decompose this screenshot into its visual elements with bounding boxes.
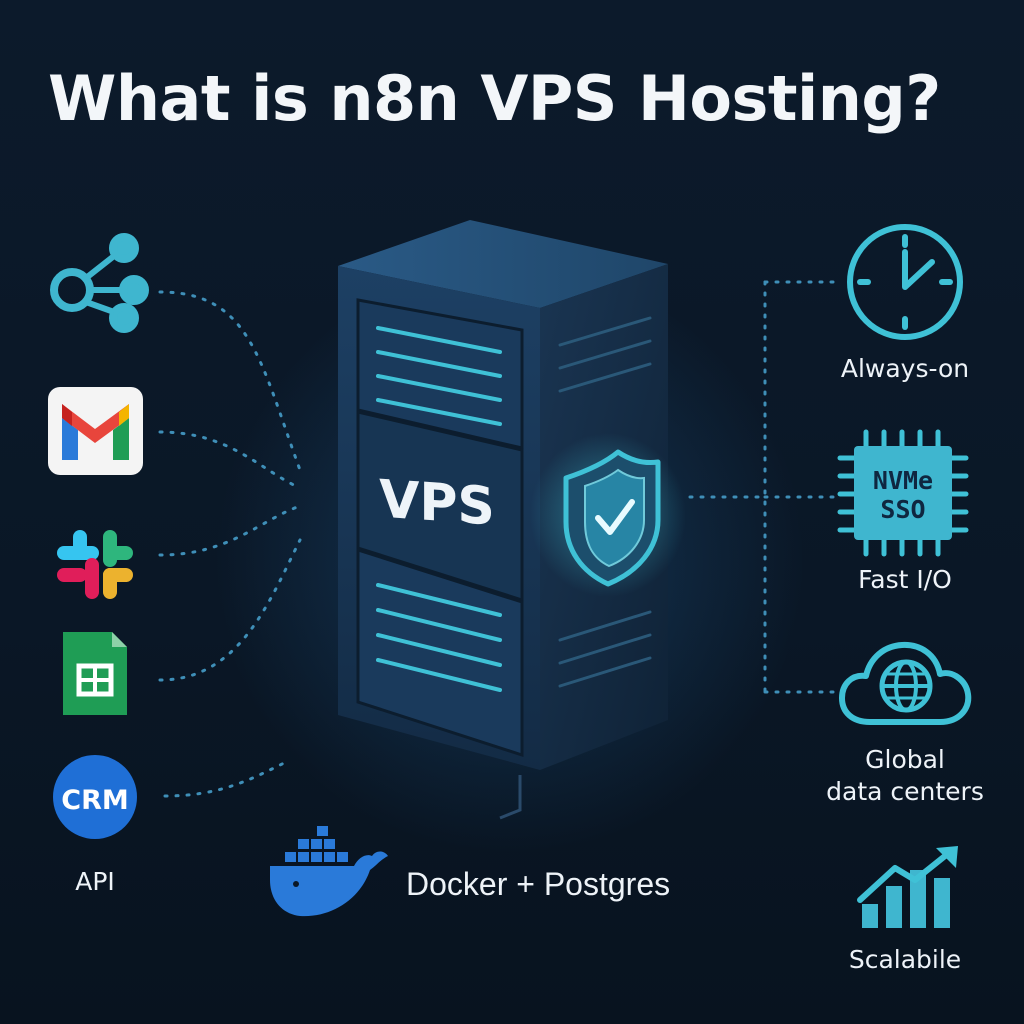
feature-scalable: Scalabile — [848, 945, 962, 974]
shield-check-icon — [563, 449, 661, 587]
right-connectors — [688, 280, 837, 694]
chip-line-1: NVMe — [873, 466, 933, 495]
feature-always-on: Always-on — [840, 354, 970, 383]
server-label: VPS — [379, 470, 495, 538]
cloud-globe-icon — [839, 641, 972, 725]
connector-sheets — [158, 538, 302, 682]
nvme-chip-icon: NVMe SSO — [837, 429, 969, 557]
connector-slack — [158, 504, 302, 557]
feature-global-line-2: data centers — [826, 777, 984, 806]
google-sheets-icon — [63, 632, 127, 715]
front-vents-bottom — [376, 583, 502, 692]
connector-n8n — [158, 290, 302, 472]
front-panel-bottom — [356, 547, 524, 758]
crm-text: CRM — [61, 785, 128, 816]
connector-gmail — [158, 430, 302, 490]
server-top — [338, 220, 668, 308]
integrations-caption: API — [75, 867, 115, 896]
front-vents-top — [376, 326, 502, 426]
docker-icon — [270, 826, 388, 917]
left-connectors — [158, 290, 302, 798]
front-panel-top — [356, 298, 524, 450]
side-vents — [558, 316, 652, 688]
slack-icon — [57, 530, 133, 599]
feature-fast-io: Fast I/O — [858, 565, 952, 594]
n8n-logo-icon — [50, 233, 149, 333]
page-title: What is n8n VPS Hosting? — [48, 62, 941, 135]
gmail-icon — [48, 387, 143, 475]
front-panel-mid — [356, 410, 524, 603]
feature-global-line-1: Global — [865, 745, 945, 774]
growth-chart-icon — [857, 846, 958, 928]
chip-line-2: SSO — [880, 495, 925, 524]
clock-icon — [847, 224, 963, 340]
vps-server: VPS — [338, 220, 686, 820]
stack-label: Docker + Postgres — [406, 866, 671, 902]
connector-crm — [163, 758, 292, 798]
crm-icon: CRM — [53, 755, 137, 839]
